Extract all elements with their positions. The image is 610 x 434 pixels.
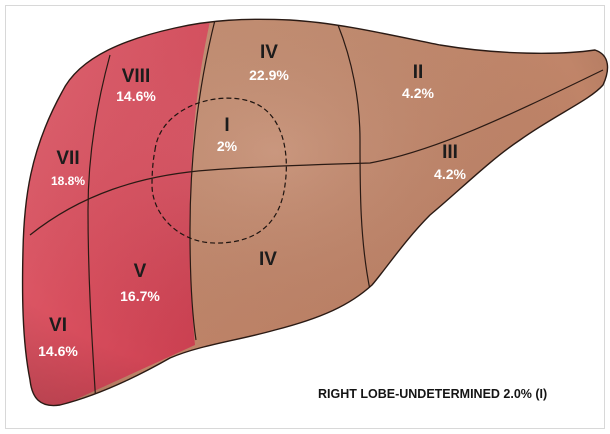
segment-iv-upper-percent: 22.9% bbox=[249, 67, 289, 83]
segment-vi-numeral: VI bbox=[49, 315, 67, 336]
segment-vi-percent: 14.6% bbox=[38, 343, 78, 359]
segment-i-numeral: I bbox=[224, 115, 229, 136]
segment-vii-percent: 18.8% bbox=[51, 174, 85, 188]
segment-iv-lower-numeral: IV bbox=[259, 249, 277, 270]
segment-iii-percent: 4.2% bbox=[434, 166, 466, 182]
segment-viii-numeral: VIII bbox=[122, 66, 151, 87]
segment-i-percent: 2% bbox=[217, 138, 238, 154]
segment-v-percent: 16.7% bbox=[120, 288, 160, 304]
segment-iv-upper-numeral: IV bbox=[260, 42, 278, 63]
caption: RIGHT LOBE-UNDETERMINED 2.0% (I) bbox=[318, 387, 547, 401]
segment-ii-numeral: II bbox=[413, 62, 424, 83]
segment-ii-percent: 4.2% bbox=[402, 85, 434, 101]
segment-iii-numeral: III bbox=[442, 142, 458, 163]
segment-v-numeral: V bbox=[134, 261, 147, 282]
segment-viii-percent: 14.6% bbox=[116, 88, 156, 104]
segment-vii-numeral: VII bbox=[56, 148, 79, 169]
